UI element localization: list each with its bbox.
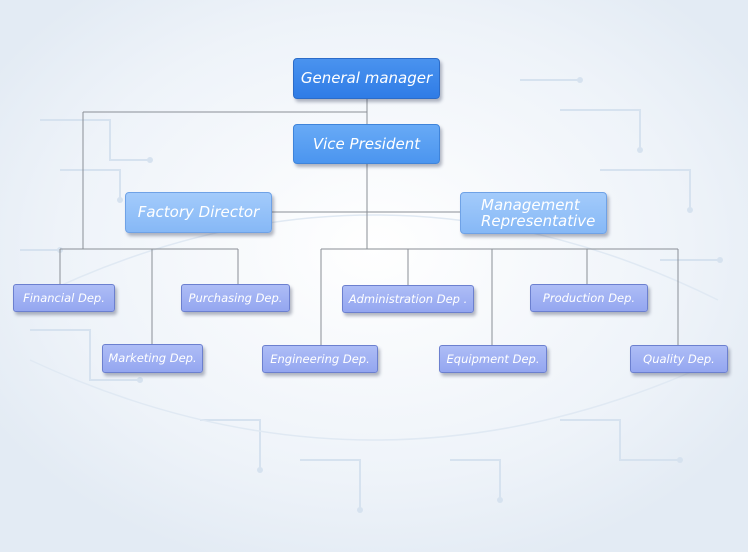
quality-dep-label: Quality Dep. bbox=[643, 351, 715, 366]
equipment-dep-label: Equipment Dep. bbox=[446, 351, 540, 366]
vice-president-label: Vice President bbox=[312, 134, 421, 153]
purchasing-dep-label: Purchasing Dep. bbox=[188, 290, 283, 305]
marketing-dep-box: Marketing Dep. bbox=[102, 344, 203, 373]
purchasing-dep-box: Purchasing Dep. bbox=[181, 284, 290, 312]
financial-dep-box: Financial Dep. bbox=[13, 284, 115, 312]
administration-dep-box: Administration Dep . bbox=[342, 285, 474, 313]
general-manager-box: General manager bbox=[293, 58, 440, 99]
general-manager-label: General manager bbox=[300, 69, 433, 88]
production-dep-box: Production Dep. bbox=[530, 284, 648, 312]
quality-dep-box: Quality Dep. bbox=[630, 345, 728, 373]
factory-director-box: Factory Director bbox=[125, 192, 272, 233]
management-representative-label-line1: Management bbox=[481, 195, 580, 214]
financial-dep-label: Financial Dep. bbox=[23, 290, 105, 305]
engineering-dep-label: Engineering Dep. bbox=[270, 351, 370, 366]
marketing-dep-label: Marketing Dep. bbox=[108, 351, 197, 366]
factory-director-label: Factory Director bbox=[137, 203, 260, 222]
management-representative-box: Management Representative bbox=[460, 192, 607, 234]
engineering-dep-box: Engineering Dep. bbox=[262, 345, 378, 373]
management-representative-label-line2: Representative bbox=[481, 212, 596, 230]
production-dep-label: Production Dep. bbox=[542, 290, 636, 305]
administration-dep-label: Administration Dep . bbox=[348, 291, 468, 306]
equipment-dep-box: Equipment Dep. bbox=[439, 345, 547, 373]
vice-president-box: Vice President bbox=[293, 124, 440, 164]
